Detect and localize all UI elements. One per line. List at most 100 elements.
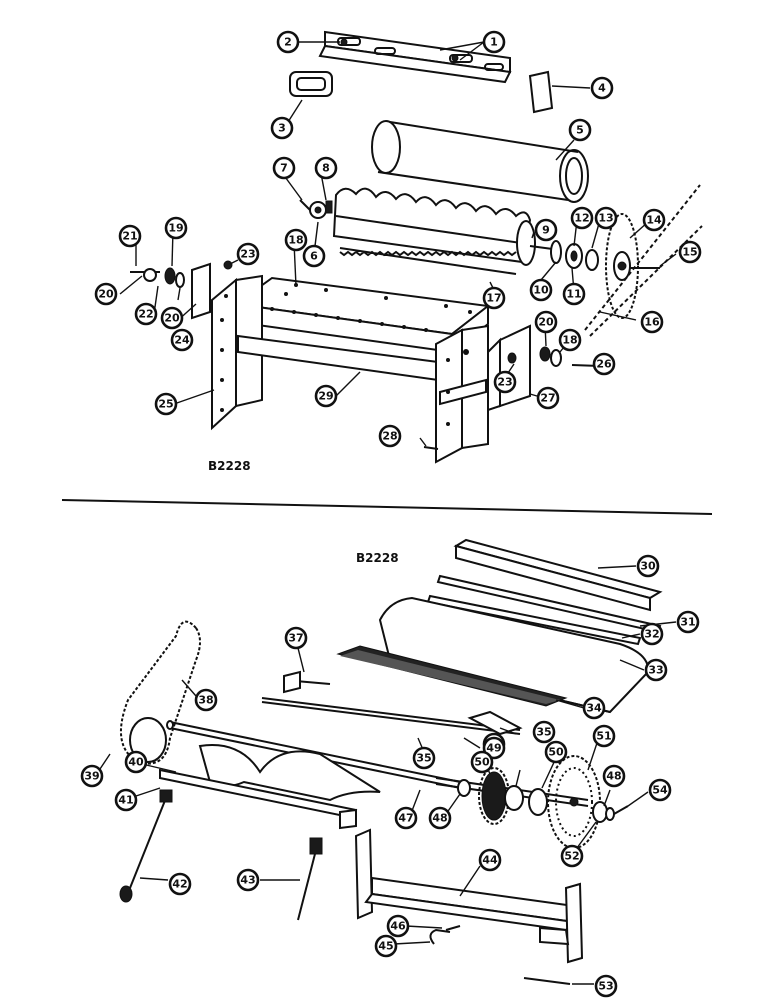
svg-text:17: 17 [486,292,501,305]
callout-15: 15 [678,240,702,264]
section-divider [61,499,713,515]
svg-text:50: 50 [474,756,490,769]
pin-53 [523,977,571,985]
callout-53: 53 [594,974,618,998]
callout-38: 38 [194,688,218,712]
callout-21: 21 [118,224,142,248]
callout-37: 37 [284,626,308,650]
drum-left-hardware [299,199,333,219]
callout-23b: 23 [493,370,517,394]
small-plate [528,70,554,114]
callout-32: 32 [640,622,664,646]
svg-text:3: 3 [278,122,286,135]
callout-30: 30 [636,554,660,578]
callout-49: 49 [482,736,506,760]
svg-text:52: 52 [564,850,579,863]
svg-text:42: 42 [172,878,187,891]
callout-29: 29 [314,384,338,408]
sprocket-49 [457,767,524,825]
svg-text:14: 14 [646,214,662,227]
svg-text:18: 18 [288,234,303,247]
lower-assembly: B2228 [80,538,700,998]
svg-text:29: 29 [318,390,333,403]
svg-text:16: 16 [644,316,660,329]
svg-text:38: 38 [198,694,213,707]
callout-20c: 20 [534,310,558,334]
callout-47: 47 [394,806,418,830]
svg-text:30: 30 [640,560,656,573]
callout-20a: 20 [94,282,118,306]
svg-text:49: 49 [486,742,501,755]
svg-text:10: 10 [533,284,549,297]
svg-text:4: 4 [598,82,606,95]
callout-40: 40 [124,750,148,774]
svg-text:20: 20 [538,316,554,329]
lower-callouts: 30 31 32 33 34 35 35 36 37 38 39 40 41 4… [80,554,700,998]
brush-strip [336,645,568,707]
callout-18b: 18 [558,328,582,352]
svg-text:51: 51 [596,730,611,743]
callout-45: 45 [374,934,398,958]
svg-text:50: 50 [548,746,564,759]
callout-3: 3 [270,116,294,140]
svg-text:22: 22 [138,308,153,321]
callout-43: 43 [236,868,260,892]
callout-7: 7 [272,156,296,180]
svg-text:28: 28 [382,430,397,443]
upper-assembly: 1 2 3 4 5 6 7 8 9 10 11 12 13 14 15 16 1… [94,30,703,473]
callout-6: 6 [302,244,326,268]
callout-51: 51 [592,724,616,748]
svg-text:20: 20 [98,288,114,301]
svg-text:6: 6 [310,250,318,263]
callout-46: 46 [386,914,410,938]
hub-50 [528,788,548,816]
callout-31: 31 [676,610,700,634]
curved-shield [159,744,381,830]
svg-text:35: 35 [536,726,551,739]
callout-52: 52 [560,844,584,868]
callout-28: 28 [378,424,402,448]
shaft-bearings [550,240,599,271]
svg-text:54: 54 [652,784,668,797]
callout-26: 26 [592,352,616,376]
callout-23a: 23 [236,242,260,266]
callout-34: 34 [582,696,606,720]
threaded-rod [297,837,323,921]
top-bracket [318,30,512,84]
callout-5: 5 [568,118,592,142]
right-side-frame [435,324,489,464]
callout-19: 19 [164,216,188,240]
drive-chain [584,184,703,337]
fluted-roller [332,187,561,266]
figure-code-upper: B2228 [208,459,251,473]
upper-callouts: 1 2 3 4 5 6 7 8 9 10 11 12 13 14 15 16 1… [94,30,702,448]
svg-text:48: 48 [606,770,621,783]
svg-text:53: 53 [598,980,613,993]
bolt-28 [423,446,439,450]
svg-text:27: 27 [540,392,555,405]
left-bracket [191,262,211,320]
hook [429,925,461,945]
callout-11: 11 [562,282,586,306]
tooth-strip [339,247,517,275]
svg-text:31: 31 [680,616,695,629]
callout-2: 2 [276,30,300,54]
right-bracket-box [487,324,531,412]
rod-35a [261,697,521,735]
grommet [289,71,333,97]
strip-32 [426,594,642,646]
svg-text:20: 20 [164,312,180,325]
callout-12: 12 [570,206,594,230]
callout-20b: 20 [160,306,184,330]
figure-code-lower: B2228 [356,551,399,565]
handle-rod [283,670,331,694]
svg-text:23: 23 [240,248,255,261]
callout-24: 24 [170,328,194,352]
svg-text:32: 32 [644,628,659,641]
callout-10: 10 [529,278,553,302]
svg-text:24: 24 [174,334,190,347]
svg-text:26: 26 [596,358,612,371]
svg-text:37: 37 [288,632,303,645]
callout-14: 14 [642,208,666,232]
